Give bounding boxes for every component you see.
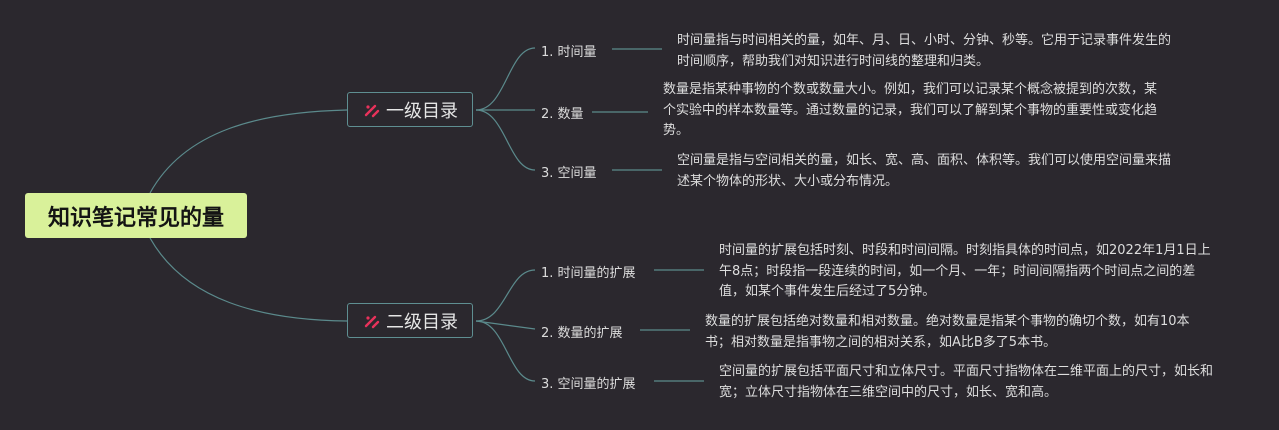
subtopic-quantity-extension[interactable]: 2. 数量的扩展 [541,326,623,341]
root-topic[interactable]: 知识笔记常见的量 [25,193,247,238]
root-title: 知识笔记常见的量 [47,205,224,231]
section-node-2[interactable]: 二级目录 [347,303,473,338]
section-title: 一级目录 [386,100,458,122]
subtopic-quantity[interactable]: 2. 数量 [541,107,584,122]
connector-section-2-item-1 [475,269,536,322]
subtopic-time-quantity[interactable]: 1. 时间量 [541,45,597,60]
description-quantity[interactable]: 数量是指某种事物的个数或数量大小。例如，我们可以记录某个概念被提到的次数，某个实… [663,82,1158,138]
connector-root-to-section-1 [149,109,348,194]
subtopic-space-extension[interactable]: 3. 空间量的扩展 [541,377,636,392]
connector-section-2-item-3 [475,320,536,382]
description-space-extension[interactable]: 空间量的扩展包括平面尺寸和立体尺寸。平面尺寸指物体在二维平面上的尺寸，如长和宽；… [719,364,1214,400]
description-space-quantity[interactable]: 空间量是指与空间相关的量，如长、宽、高、面积、体积等。我们可以使用空间量来描述某… [677,153,1172,189]
subtopic-time-extension[interactable]: 1. 时间量的扩展 [541,266,636,281]
connector-root-to-section-2 [149,237,348,322]
subtopic-space-quantity[interactable]: 3. 空间量 [541,166,597,181]
section-node-1[interactable]: 一级目录 [347,92,473,127]
connector-section-1-item-3 [475,109,536,171]
description-time-quantity[interactable]: 时间量指与时间相关的量，如年、月、日、小时、分钟、秒等。它用于记录事件发生的时间… [677,33,1172,69]
pen-ruler-icon [364,104,380,117]
connector-section-2-item-2 [475,320,536,330]
description-time-extension[interactable]: 时间量的扩展包括时刻、时段和时间间隔。时刻指具体的时间点，如2022年1月1日上… [719,243,1211,299]
connector-section-1-item-1 [475,47,536,111]
pen-ruler-icon [364,315,380,328]
section-title: 二级目录 [386,311,458,333]
description-quantity-extension[interactable]: 数量的扩展包括绝对数量和相对数量。绝对数量是指某个事物的确切个数，如有10本书；… [705,314,1190,350]
